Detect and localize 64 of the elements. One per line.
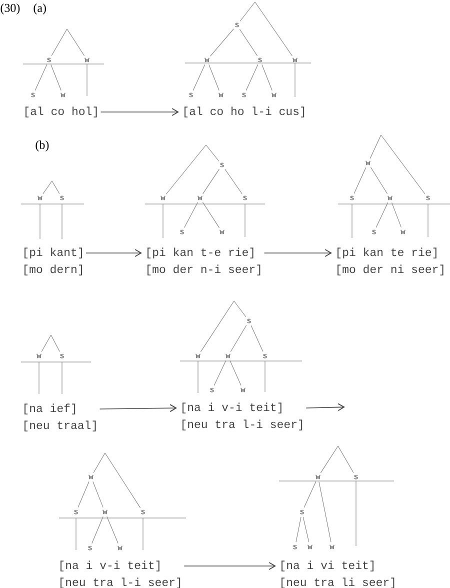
- stress-label: s: [74, 510, 78, 514]
- arrow: [86, 249, 142, 257]
- stress-label: s: [220, 162, 224, 168]
- stress-label: s: [235, 22, 239, 28]
- stress-label: w: [308, 544, 312, 550]
- stress-label: s: [372, 230, 376, 234]
- stress-label: w: [118, 546, 122, 550]
- stress-label: s: [242, 92, 246, 98]
- stress-label: s: [189, 92, 193, 98]
- stress-label: s: [47, 58, 51, 62]
- stress-label: s: [300, 510, 304, 514]
- stress-label: s: [210, 388, 214, 392]
- bracketed-transcription: [na ief] [neu traal]: [24, 404, 96, 432]
- stress-label: w: [220, 230, 224, 234]
- stress-label: w: [60, 92, 66, 98]
- arrow: [306, 403, 345, 412]
- bracketed-transcription: [al co hol]: [26, 106, 97, 118]
- stress-label: s: [258, 58, 262, 62]
- stress-label: s: [354, 474, 358, 480]
- stress-label: w: [388, 196, 392, 200]
- stress-label: s: [293, 544, 297, 550]
- stress-label: w: [330, 544, 334, 550]
- stress-label: w: [240, 388, 246, 392]
- stress-label: w: [196, 354, 200, 358]
- bracketed-transcription: [pi kan t-e rie] [mo der n-i seer]: [148, 248, 260, 276]
- stress-label: w: [38, 196, 42, 200]
- section-label: (a): [34, 4, 46, 14]
- example-number: (30): [0, 4, 20, 14]
- stress-label: w: [102, 510, 108, 514]
- arrow: [99, 404, 177, 412]
- stress-label: s: [247, 318, 251, 324]
- stress-label: w: [400, 230, 406, 234]
- arrow: [184, 562, 276, 570]
- stress-label: s: [263, 354, 267, 358]
- bracketed-transcription: [na i v-i teit] [neu tra l-i seer]: [182, 402, 302, 430]
- stress-label: w: [36, 354, 42, 358]
- stress-label: s: [60, 354, 64, 358]
- bracketed-transcription: [pi kan te rie] [mo der ni seer]: [338, 248, 444, 276]
- section-label: (b): [36, 140, 49, 152]
- stress-label: w: [84, 58, 90, 62]
- arrow: [264, 249, 332, 257]
- stress-label: w: [88, 474, 94, 480]
- stress-label: s: [60, 196, 64, 200]
- bracketed-transcription: [na i vi teit] [neu tra li seer]: [282, 560, 394, 588]
- stress-label: s: [141, 510, 145, 514]
- stress-label: w: [218, 92, 224, 98]
- stress-label: w: [160, 196, 166, 200]
- bracketed-transcription: [na i v-i teit] [neu tra l-i seer]: [60, 560, 180, 588]
- arrow: [100, 108, 179, 116]
- stress-label: w: [316, 474, 320, 480]
- stress-label: w: [198, 196, 202, 200]
- stress-label: w: [272, 92, 276, 98]
- stress-label: s: [31, 92, 35, 98]
- stress-label: s: [180, 230, 184, 234]
- stress-label: w: [204, 58, 210, 62]
- stress-label: w: [366, 160, 370, 166]
- stress-label: s: [426, 196, 430, 200]
- stress-label: w: [226, 354, 230, 358]
- bracketed-transcription: [pi kant] [mo dern]: [24, 248, 82, 276]
- bracketed-transcription: [al co ho l-i cus]: [184, 106, 304, 118]
- stress-label: w: [292, 58, 298, 62]
- stress-label: s: [350, 196, 354, 200]
- stress-label: s: [88, 546, 92, 550]
- stress-label: s: [243, 196, 247, 200]
